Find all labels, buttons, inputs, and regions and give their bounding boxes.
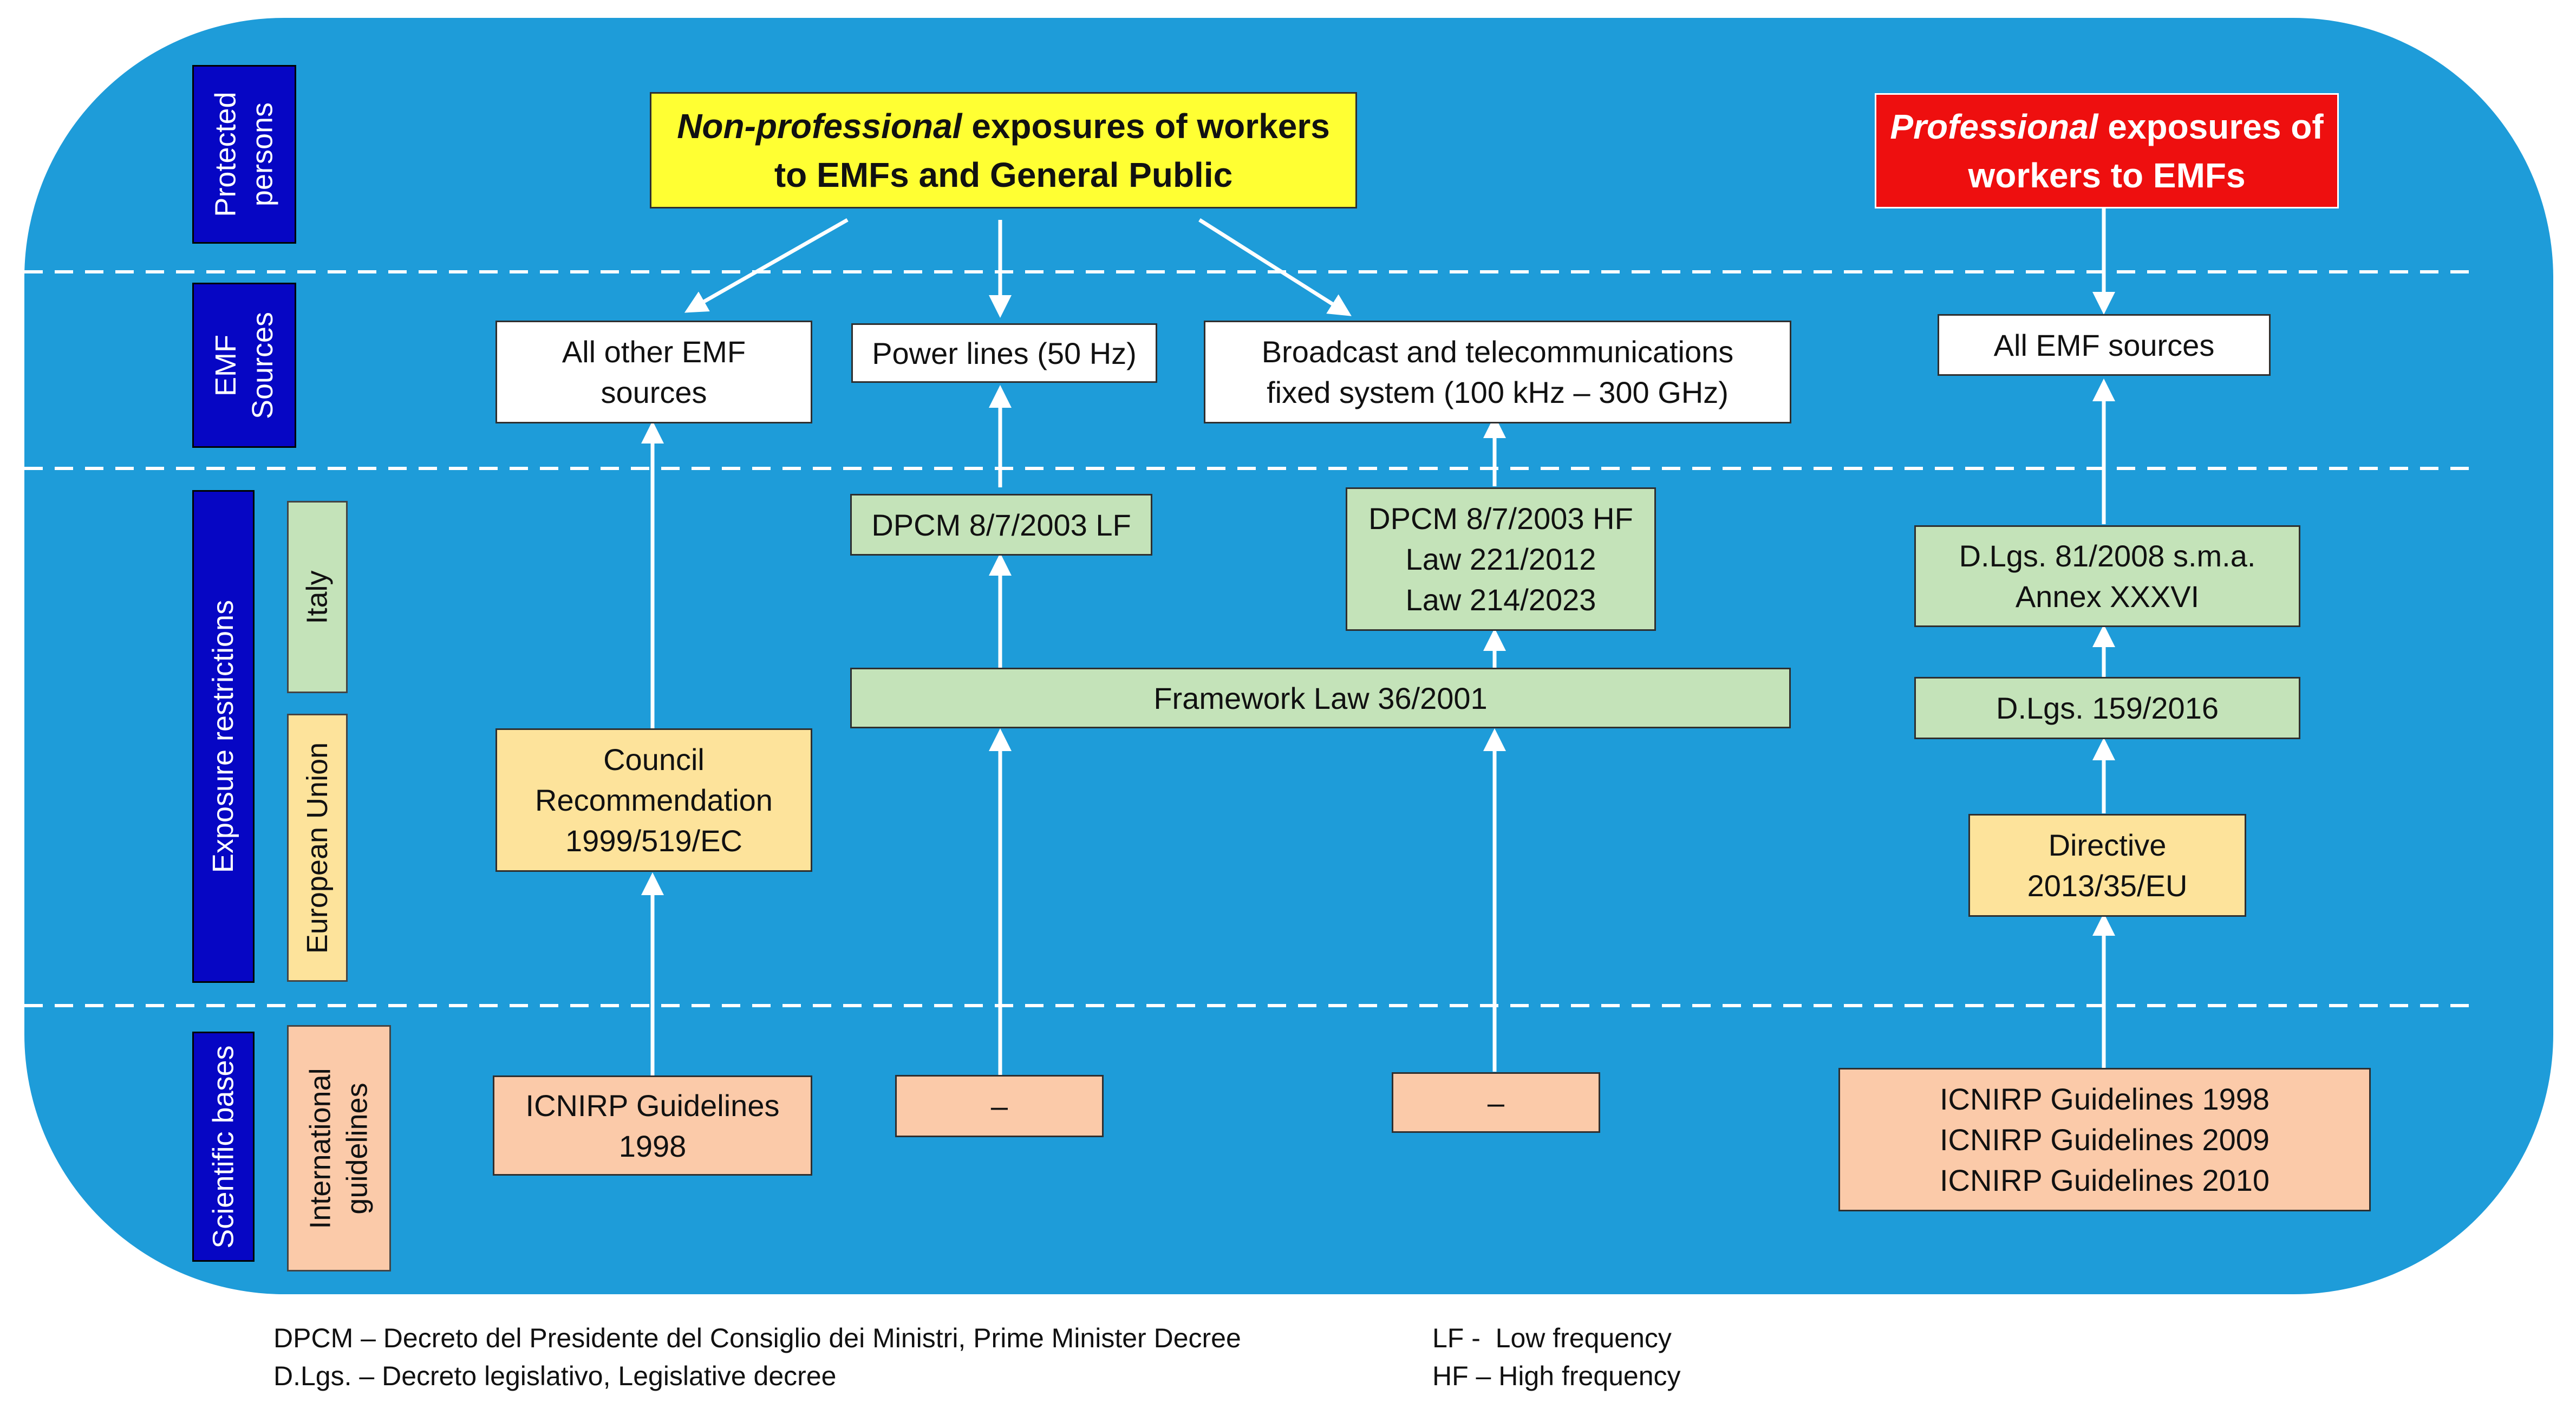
sublabel-european-union: European Union <box>287 714 348 982</box>
arrow-to-broadcast <box>1198 218 1352 316</box>
no-guideline-box-1: – <box>895 1075 1104 1137</box>
professional-emphasis: Professional <box>1890 107 2098 146</box>
arrow-to-other-sources <box>684 218 849 313</box>
source-power-lines: Power lines (50 Hz) <box>851 323 1157 383</box>
row-label-protected-persons: Protected persons <box>192 65 296 244</box>
icnirp-1998-2009-2010-box: ICNIRP Guidelines 1998 ICNIRP Guidelines… <box>1838 1068 2371 1211</box>
sublabel-european-union-text: European Union <box>301 742 334 954</box>
source-all-emf: All EMF sources <box>1938 314 2271 376</box>
professional-exposures-box: Professional exposures of workers to EMF… <box>1875 93 2339 208</box>
non-professional-line-1-rest: exposures of workers <box>962 106 1330 146</box>
non-professional-line-1: Non-professional exposures of workers <box>677 102 1330 151</box>
sublabel-italy-text: Italy <box>301 570 334 624</box>
row-label-emf-sources: EMF Sources <box>192 283 296 448</box>
row-label-scientific-bases-text: Scientific bases <box>207 1045 240 1249</box>
sublabel-international-guidelines: International guidelines <box>287 1025 391 1271</box>
dpcm-lf-box: DPCM 8/7/2003 LF <box>850 494 1152 556</box>
non-professional-line-2: to EMFs and General Public <box>774 155 1233 194</box>
row-label-exposure-restrictions-text: Exposure restrictions <box>207 599 240 873</box>
icnirp-1998-box: ICNIRP Guidelines 1998 <box>493 1075 812 1176</box>
no-guideline-box-2: – <box>1392 1072 1600 1133</box>
legend-dpcm: DPCM – Decreto del Presidente del Consig… <box>273 1323 1241 1353</box>
professional-line-1-rest: exposures of <box>2098 107 2324 146</box>
dpcm-hf-laws-box: DPCM 8/7/2003 HF Law 221/2012 Law 214/20… <box>1346 487 1656 631</box>
legend-dlgs: D.Lgs. – Decreto legislativo, Legislativ… <box>273 1361 837 1391</box>
non-professional-exposures-box: Non-professional exposures of workers to… <box>650 92 1357 208</box>
directive-2013-35-box: Directive 2013/35/EU <box>1968 814 2246 917</box>
sublabel-italy: Italy <box>287 501 348 693</box>
professional-line-2: workers to EMFs <box>1968 155 2246 195</box>
sublabel-international-guidelines-text: International guidelines <box>304 1067 374 1229</box>
dlgs-159-2016-box: D.Lgs. 159/2016 <box>1914 677 2300 739</box>
row-label-emf-sources-text: EMF Sources <box>210 311 279 419</box>
dlgs-81-2008-box: D.Lgs. 81/2008 s.m.a. Annex XXXVI <box>1914 525 2300 627</box>
non-professional-emphasis: Non-professional <box>677 106 962 146</box>
council-recommendation-box: Council Recommendation 1999/519/EC <box>495 728 812 872</box>
legend-hf: HF – High frequency <box>1432 1361 1681 1391</box>
source-all-other-emf: All other EMF sources <box>495 321 812 423</box>
legend-lf: LF - Low frequency <box>1432 1323 1672 1353</box>
source-broadcast-telecom: Broadcast and telecommunications fixed s… <box>1204 321 1791 423</box>
row-label-protected-persons-text: Protected persons <box>210 92 279 217</box>
professional-line-1: Professional exposures of <box>1890 102 2323 151</box>
row-label-exposure-restrictions: Exposure restrictions <box>192 490 255 983</box>
framework-law-box: Framework Law 36/2001 <box>850 668 1791 728</box>
row-label-scientific-bases: Scientific bases <box>192 1032 255 1262</box>
